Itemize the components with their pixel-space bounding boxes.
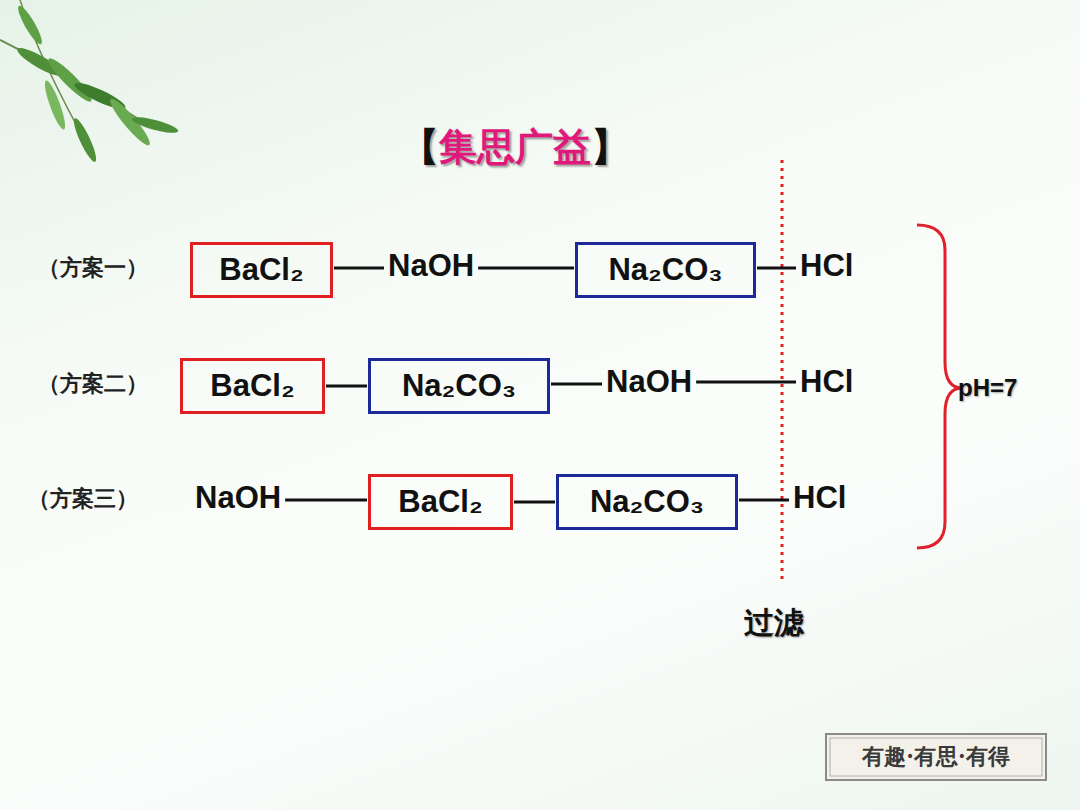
reagent-term: HCl: [797, 244, 856, 287]
connector-line: [285, 499, 367, 502]
reagent-formula: NaOH: [195, 479, 281, 516]
reagent-box: BaCl₂: [190, 242, 333, 298]
reagent-formula: Na₂CO₃: [590, 483, 704, 520]
stamp-frame: [826, 734, 1046, 780]
reagent-box: BaCl₂: [368, 474, 513, 530]
reagent-formula: NaOH: [388, 247, 474, 284]
reagent-formula: HCl: [800, 247, 853, 284]
reagent-formula: BaCl₂: [219, 251, 303, 288]
scheme-label: （方案一）: [38, 253, 148, 283]
scheme-label: （方案三）: [28, 484, 138, 514]
filter-step: 过滤: [744, 603, 804, 644]
reagent-formula: HCl: [800, 363, 853, 400]
reagent-term: NaOH: [603, 360, 695, 403]
reagent-formula: Na₂CO₃: [402, 367, 516, 404]
reagent-box: Na₂CO₃: [368, 358, 550, 414]
reagent-formula: BaCl₂: [398, 483, 482, 520]
reagent-term: HCl: [790, 476, 849, 519]
connector-line: [739, 499, 789, 502]
reagent-term: NaOH: [385, 244, 477, 287]
reagent-formula: Na₂CO₃: [608, 251, 722, 288]
reagent-box: BaCl₂: [180, 358, 325, 414]
connector-line: [326, 385, 367, 388]
willow-leaves: [0, 0, 179, 164]
curly-bracket: [917, 225, 962, 548]
filter-divider: [781, 160, 784, 582]
connector-line: [514, 501, 555, 504]
connector-line: [334, 267, 384, 270]
reagent-term: HCl: [797, 360, 856, 403]
reagent-formula: NaOH: [606, 363, 692, 400]
reagent-box: Na₂CO₃: [575, 242, 756, 298]
slide-title: 【集思广益】: [401, 122, 629, 173]
ph-note: pH=7: [958, 374, 1017, 402]
connector-line: [551, 383, 602, 386]
reagent-formula: HCl: [793, 479, 846, 516]
connector-line: [696, 381, 796, 384]
reagent-term: NaOH: [192, 476, 284, 519]
reagent-formula: BaCl₂: [210, 367, 294, 404]
scheme-label: （方案二）: [38, 369, 148, 399]
reagent-box: Na₂CO₃: [556, 474, 738, 530]
connector-line: [478, 267, 574, 270]
stamp-text: 有趣·有思·有得: [862, 742, 1009, 772]
connector-line: [757, 267, 796, 270]
